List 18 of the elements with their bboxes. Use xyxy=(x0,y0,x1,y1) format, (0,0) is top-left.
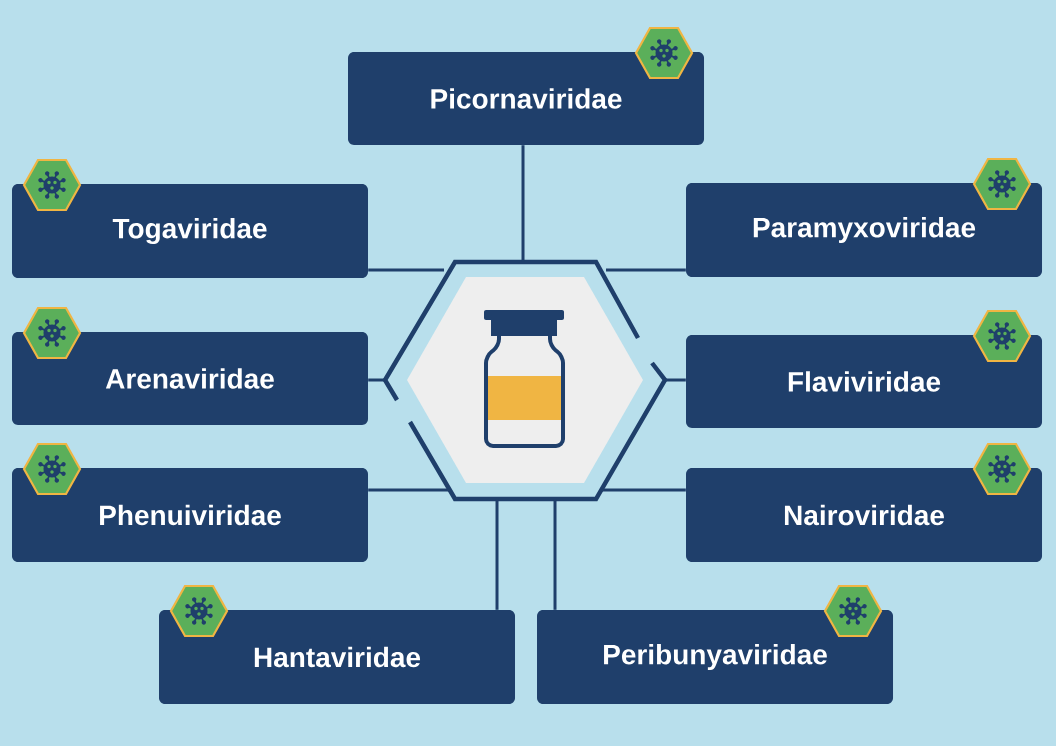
family-box: Phenuiviridae xyxy=(12,468,368,562)
family-box: Arenaviridae xyxy=(12,332,368,425)
connector-line xyxy=(665,378,686,382)
family-box: Peribunyaviridae xyxy=(537,610,893,704)
family-box: Nairoviridae xyxy=(686,468,1042,562)
family-box: Paramyxoviridae xyxy=(686,183,1042,277)
family-box: Flaviviridae xyxy=(686,335,1042,428)
family-box: Togaviridae xyxy=(12,184,368,278)
connector-line xyxy=(600,488,686,492)
connector-line xyxy=(368,488,450,492)
connector-line xyxy=(606,268,686,272)
connector-line xyxy=(495,499,499,610)
connector-line xyxy=(368,378,385,382)
family-box: Picornaviridae xyxy=(348,52,704,145)
connector-line xyxy=(368,268,444,272)
family-box: Hantaviridae xyxy=(159,610,515,704)
connector-line xyxy=(521,145,525,262)
connector-line xyxy=(553,499,557,610)
